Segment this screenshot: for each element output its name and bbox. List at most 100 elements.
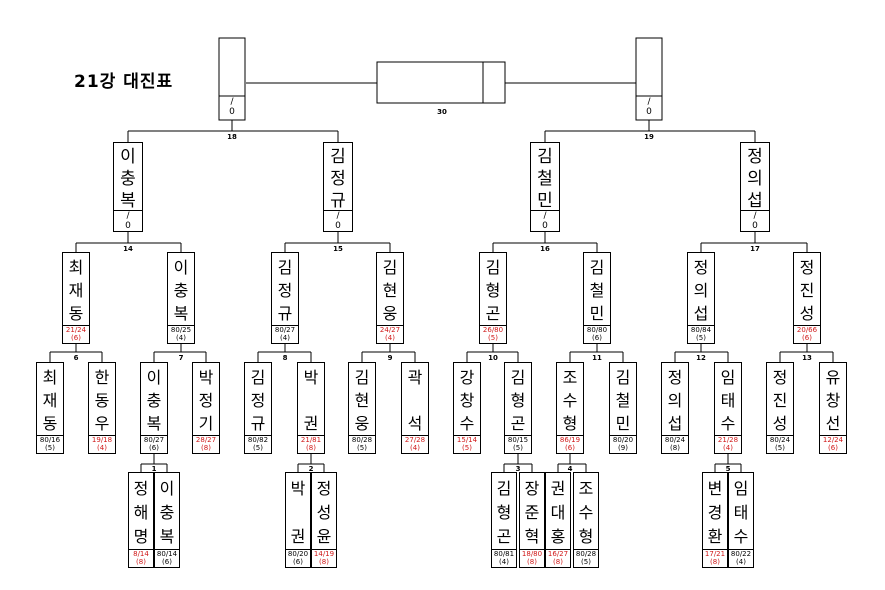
match-number: 8	[282, 354, 288, 362]
semifinal-box	[635, 37, 663, 121]
name-char: 현	[382, 281, 398, 300]
score-sub: (5)	[488, 334, 498, 342]
score-box: 80/82(5)	[245, 435, 271, 453]
score: /	[543, 211, 547, 221]
score: 86/19	[559, 436, 581, 444]
score: 19/18	[91, 436, 113, 444]
name-char: 최	[42, 368, 58, 387]
score-sub: (6)	[71, 334, 81, 342]
score-box: 19/18(4)	[89, 435, 115, 453]
score-box: 80/14(6)	[155, 549, 179, 567]
name-char: 김	[537, 146, 553, 167]
score: 24/27	[379, 326, 401, 334]
match-number: 14	[123, 245, 133, 253]
score-sub: (8)	[710, 558, 720, 566]
score: 27/28	[404, 436, 426, 444]
name-char: 권	[303, 414, 319, 433]
score-sub: (8)	[319, 558, 329, 566]
page-title: 21강 대진표	[74, 72, 174, 92]
score-box: 16/27(8)	[546, 549, 570, 567]
score-sub: (8)	[136, 558, 146, 566]
name-char: 우	[94, 414, 110, 433]
name-char: 수	[578, 502, 594, 522]
name-char	[308, 392, 313, 409]
score: /	[336, 211, 340, 221]
name-char: 김	[496, 478, 512, 498]
name-char: 임	[720, 368, 736, 387]
score-box: 21/81(8)	[298, 435, 324, 453]
score: 80/84	[690, 326, 712, 334]
name-char: 성	[316, 502, 332, 522]
score-box: 26/80(5)	[480, 325, 506, 343]
score-box: 80/20(9)	[610, 435, 636, 453]
score-sub: (8)	[201, 444, 211, 452]
score-sub: (6)	[828, 444, 838, 452]
score-box: 80/28(5)	[349, 435, 375, 453]
name-char: 변	[707, 478, 723, 498]
name-char: 곤	[510, 414, 526, 433]
name-char: 동	[68, 304, 84, 323]
name-char: 장	[524, 478, 540, 498]
score-box: 80/22(4)	[729, 549, 753, 567]
name-char: 명	[133, 527, 149, 547]
name-char: 김	[330, 146, 346, 167]
name-char: 김	[354, 368, 370, 387]
name-char: 철	[615, 391, 631, 410]
semifinal-box	[218, 37, 246, 121]
name-char: 수	[733, 527, 749, 547]
player-name: 박 권	[298, 366, 324, 435]
name-char: 충	[146, 391, 162, 410]
match-number: 9	[387, 354, 393, 362]
name-char: 김	[277, 258, 293, 277]
name-char: 김	[510, 368, 526, 387]
name-char: 복	[173, 304, 189, 323]
score-sub: (5)	[253, 444, 263, 452]
name-char: 현	[354, 391, 370, 410]
score-sub: 0	[542, 221, 548, 231]
score: 80/80	[586, 326, 608, 334]
name-char: 곤	[485, 304, 501, 323]
name-char: 김	[615, 368, 631, 387]
score-sub: 0	[229, 107, 235, 117]
player-name: 곽 석	[402, 366, 428, 435]
score: /	[753, 211, 757, 221]
name-char: 규	[277, 304, 293, 323]
score-sub: (6)	[293, 558, 303, 566]
score: 21/24	[65, 326, 87, 334]
name-char: 성	[799, 304, 815, 323]
name-char: 진	[799, 281, 815, 300]
match-number: 1	[151, 465, 157, 473]
match-number: 19	[644, 133, 654, 141]
match-number: 18	[227, 133, 237, 141]
score: /	[230, 97, 234, 107]
name-char: 환	[707, 527, 723, 547]
score: 80/82	[247, 436, 269, 444]
score-sub: (5)	[696, 334, 706, 342]
score-sub: 0	[646, 107, 652, 117]
name-char: 최	[68, 258, 84, 277]
name-char: 정	[133, 478, 149, 498]
name-char: 해	[133, 502, 149, 522]
score-box: 80/28(5)	[574, 549, 598, 567]
name-char: 의	[747, 168, 763, 189]
score-sub: (5)	[775, 444, 785, 452]
match-number: 16	[540, 245, 550, 253]
name-char: 조	[562, 368, 578, 387]
